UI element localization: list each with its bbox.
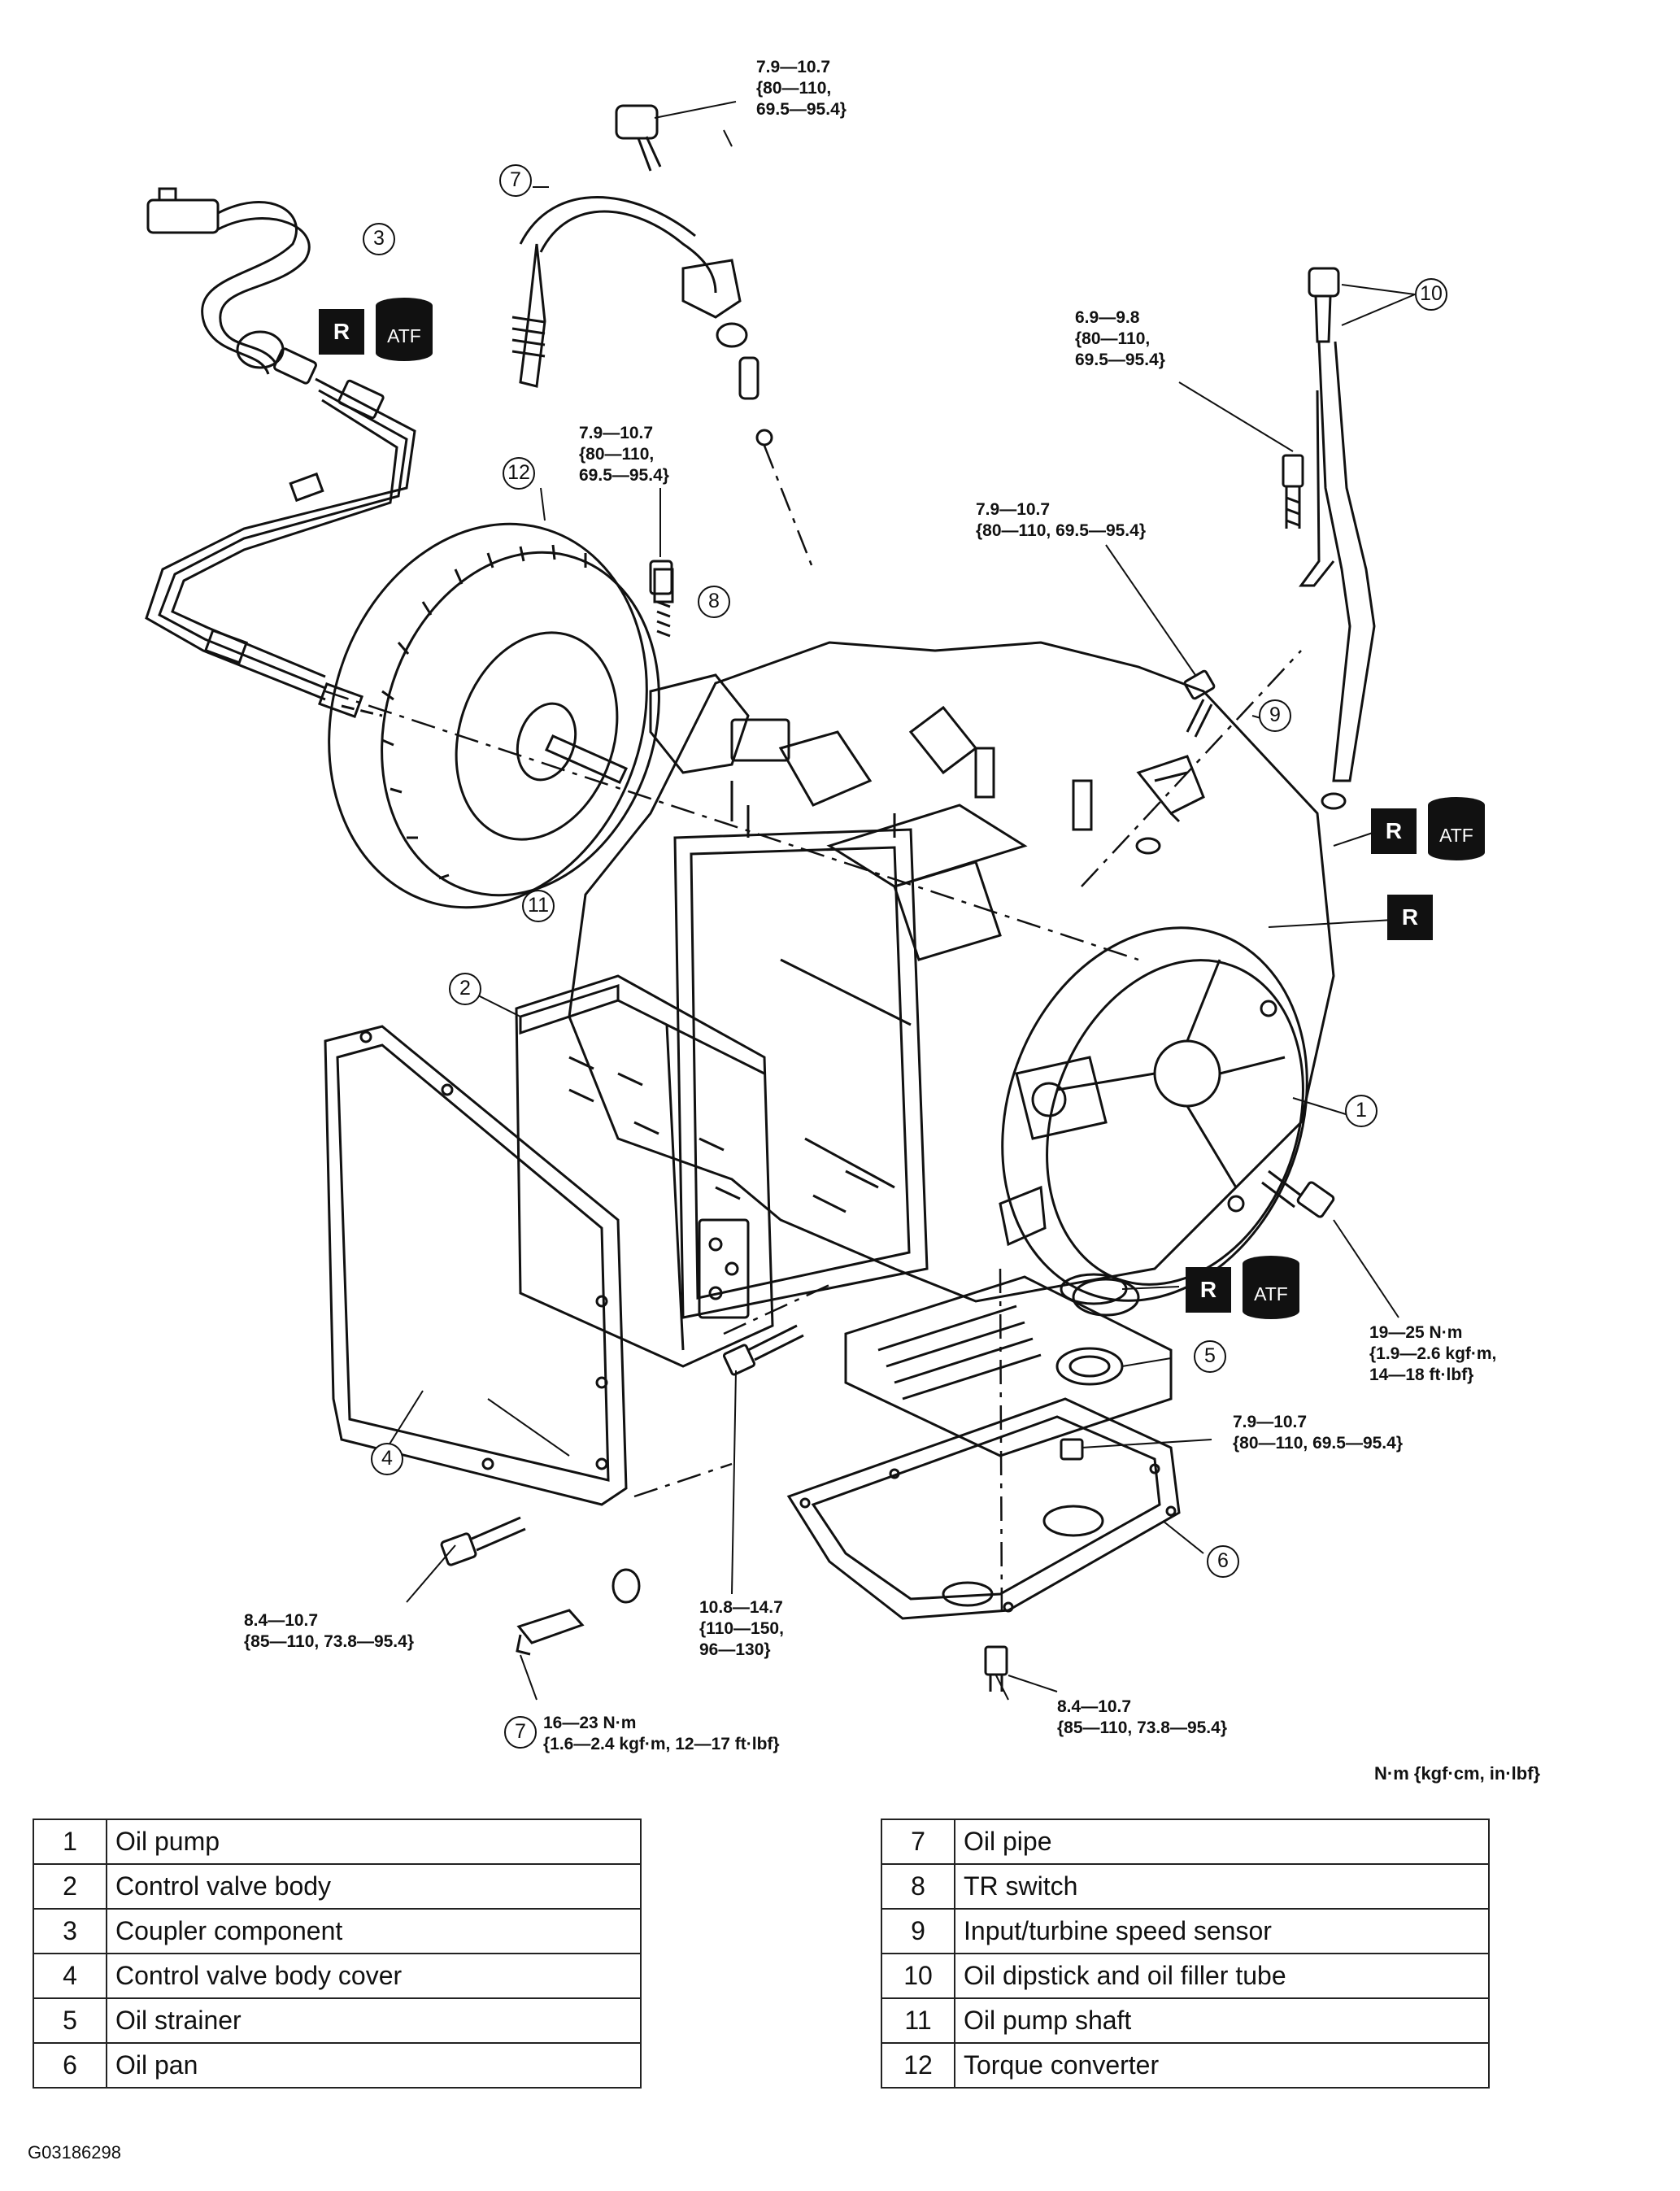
- legend-num: 3: [33, 1908, 107, 1954]
- torque-spec-oil-pipe-bottom: 16—23 N·m {1.6—2.4 kgf·m, 12—17 ft·lbf}: [543, 1714, 780, 1753]
- legend-num: 11: [881, 1997, 955, 2044]
- callout-7-oil-pipe-top: 7: [499, 164, 532, 197]
- replace-badge-coupler: R: [319, 309, 364, 355]
- callout-6: 6: [1207, 1545, 1239, 1578]
- bolts: [440, 560, 1335, 1692]
- legend-num: 12: [881, 2042, 955, 2089]
- legend-name: Oil pump: [106, 1819, 642, 1865]
- legend-num: 4: [33, 1953, 107, 1999]
- replace-badge-pump-oring: R: [1186, 1267, 1231, 1313]
- legend-num: 2: [33, 1863, 107, 1910]
- legend-name: Oil dipstick and oil filler tube: [954, 1953, 1490, 1999]
- unit-note: N·m {kgf·cm, in·lbf}: [1374, 1763, 1541, 1784]
- callout-2: 2: [449, 973, 481, 1005]
- oil-pump: [999, 926, 1308, 1302]
- legend-name: Oil pump shaft: [954, 1997, 1490, 2044]
- control-valve-body-cover: [324, 1025, 628, 1506]
- legend-name: Input/turbine speed sensor: [954, 1908, 1490, 1954]
- torque-spec-oil-pan: 8.4—10.7 {85—110, 73.8—95.4}: [1057, 1697, 1227, 1737]
- legend-name: Control valve body cover: [106, 1953, 642, 1999]
- control-valve-body: [515, 974, 774, 1368]
- torque-spec-strainer: 7.9—10.7 {80—110, 69.5—95.4}: [1233, 1413, 1403, 1453]
- atf-badge-coupler: ATF: [376, 298, 433, 361]
- torque-spec-dipstick-tube: 6.9—9.8 {80—110, 69.5—95.4}: [1075, 308, 1165, 369]
- legend-num: 7: [881, 1819, 955, 1865]
- callout-5: 5: [1194, 1340, 1226, 1373]
- torque-spec-oil-pipe-top: 7.9—10.7 {80—110, 69.5—95.4}: [756, 58, 847, 119]
- atf-badge-dipstick: ATF: [1428, 797, 1485, 860]
- legend-name: Oil pipe: [954, 1819, 1490, 1865]
- legend-num: 10: [881, 1953, 955, 1999]
- callout-10: 10: [1415, 278, 1447, 311]
- callout-8: 8: [698, 586, 730, 618]
- torque-spec-tr-switch: 7.9—10.7 {80—110, 69.5—95.4}: [579, 424, 669, 485]
- legend-name: Control valve body: [106, 1863, 642, 1910]
- oil-strainer: [844, 1275, 1173, 1457]
- oil-pump-shaft: [544, 734, 629, 784]
- legend-num: 6: [33, 2042, 107, 2089]
- callout-11: 11: [522, 890, 555, 922]
- callout-9: 9: [1259, 699, 1291, 732]
- legend-num: 9: [881, 1908, 955, 1954]
- legend-name: Oil pan: [106, 2042, 642, 2089]
- torque-spec-speed-sensor: 7.9—10.7 {80—110, 69.5—95.4}: [976, 500, 1146, 540]
- leader-lines: [366, 101, 1416, 1701]
- replace-badge-dipstick: R: [1371, 808, 1417, 854]
- legend-num: 5: [33, 1997, 107, 2044]
- legend-num: 1: [33, 1819, 107, 1865]
- torque-spec-valve-body-bolt: 10.8—14.7 {110—150, 96—130}: [699, 1598, 784, 1659]
- legend-name: TR switch: [954, 1863, 1490, 1910]
- legend-name: Coupler component: [106, 1908, 642, 1954]
- replace-badge-pump-gasket: R: [1387, 895, 1433, 940]
- atf-badge-pump-oring: ATF: [1243, 1256, 1299, 1319]
- transmission-case: [568, 641, 1335, 1319]
- oil-dipstick-filler-tube: [1282, 267, 1376, 810]
- legend-name: Oil strainer: [106, 1997, 642, 2044]
- callout-1: 1: [1345, 1095, 1378, 1127]
- torque-spec-oil-pump: 19—25 N·m {1.9—2.6 kgf·m, 14—18 ft·lbf}: [1369, 1323, 1497, 1384]
- callout-3: 3: [363, 223, 395, 255]
- exploded-transmission-diagram: [145, 101, 1416, 1701]
- figure-code: G03186298: [28, 2142, 121, 2163]
- callout-4: 4: [371, 1443, 403, 1475]
- coupler-component: [145, 187, 416, 719]
- callout-12: 12: [503, 457, 535, 490]
- input-turbine-speed-sensor: [1135, 755, 1205, 855]
- oil-pan: [786, 1397, 1181, 1620]
- callout-7-oil-pipe-bottom: 7: [504, 1716, 537, 1749]
- oil-pipe-upper: [511, 104, 773, 446]
- torque-converter: [328, 522, 660, 909]
- legend-name: Torque converter: [954, 2042, 1490, 2089]
- torque-spec-cover-bolt: 8.4—10.7 {85—110, 73.8—95.4}: [244, 1611, 414, 1651]
- legend-num: 8: [881, 1863, 955, 1910]
